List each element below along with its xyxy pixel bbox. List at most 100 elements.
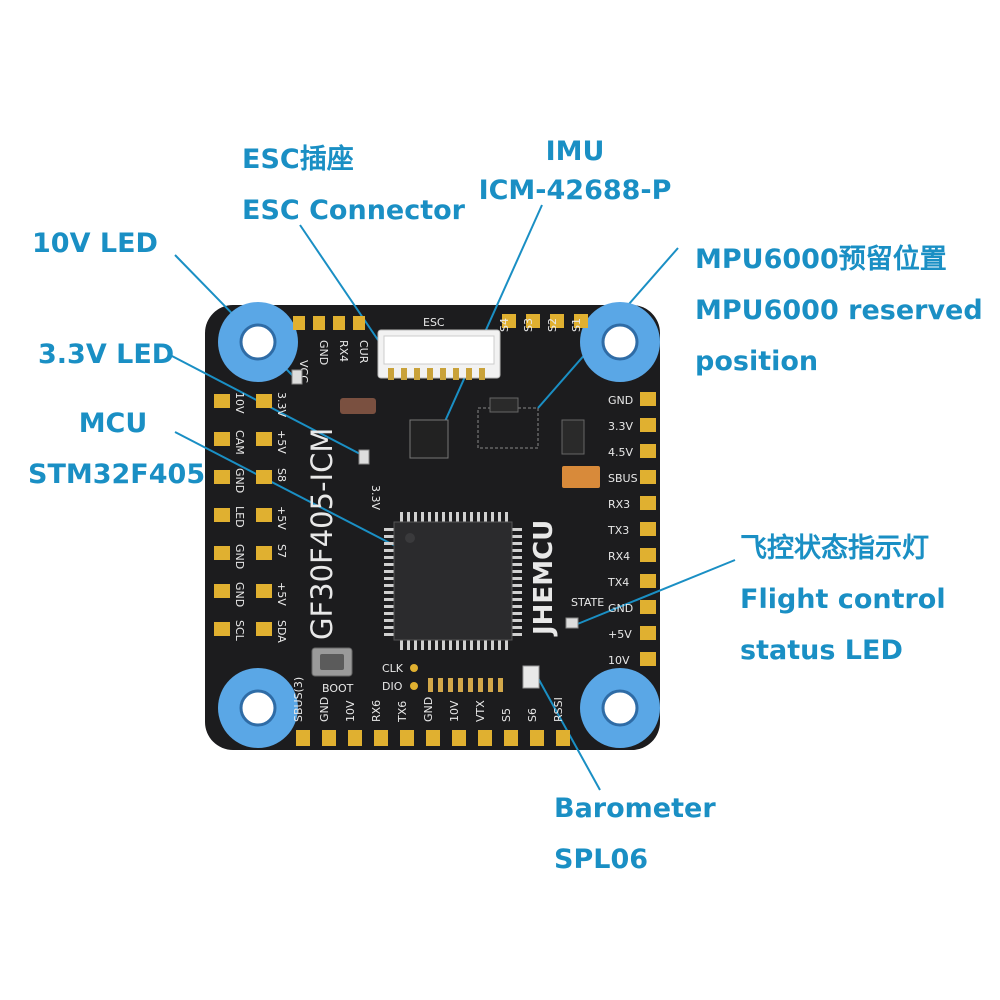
mcu-pin xyxy=(470,512,473,522)
debug-pad xyxy=(468,678,473,692)
left-pad-label: 10V xyxy=(233,392,246,414)
callout-status-led: 飞控状态指示灯 Flight control status LED xyxy=(740,535,946,664)
solder-pad xyxy=(214,432,230,446)
solder-pad xyxy=(640,548,656,562)
right-pad-label: 4.5V xyxy=(608,446,633,459)
left-pad-label: S8 xyxy=(275,468,288,482)
solder-pad xyxy=(640,652,656,666)
left-pad-label: +5V xyxy=(275,582,288,606)
3v3-led xyxy=(358,449,370,465)
left-pad-label: SDA xyxy=(275,620,288,643)
mcu-pin xyxy=(512,612,522,615)
mcu-pin xyxy=(505,512,508,522)
solder-pad xyxy=(640,522,656,536)
bottom-pad-label: RX6 xyxy=(370,700,383,722)
mcu-pin xyxy=(512,563,522,566)
10v-led xyxy=(291,369,303,385)
solder-pad xyxy=(502,314,516,328)
leader-status-led xyxy=(574,559,736,626)
top-pad-label-rx4: RX4 xyxy=(337,340,350,362)
mcu-pin xyxy=(463,640,466,650)
small-ic-2 xyxy=(561,419,585,455)
solder-pad xyxy=(348,730,362,746)
top-pad-label-gnd: GND xyxy=(317,340,330,365)
tantalum-capacitor xyxy=(562,466,600,488)
mcu-pin xyxy=(407,640,410,650)
mcu-pin xyxy=(384,598,394,601)
mcu-pin xyxy=(384,549,394,552)
mcu-pin xyxy=(512,528,522,531)
mcu-pin xyxy=(463,512,466,522)
solder-pad xyxy=(640,418,656,432)
right-pad-label: TX3 xyxy=(607,524,629,537)
mcu-pin xyxy=(491,640,494,650)
mcu-pin xyxy=(384,633,394,636)
imu-chip xyxy=(409,419,449,459)
bottom-pad-label: S6 xyxy=(526,708,539,722)
callout-status-en2: status LED xyxy=(740,635,903,666)
bottom-pad-label: RSSI xyxy=(552,697,565,722)
esc-pin xyxy=(466,368,472,380)
left-pad-label: 3.3V xyxy=(275,392,288,417)
clk-pad xyxy=(410,664,418,672)
debug-pad xyxy=(458,678,463,692)
top-pad-label-s1: S1 xyxy=(570,318,583,332)
left-pad-label: GND xyxy=(233,582,246,607)
3v3-side-label: 3.3V xyxy=(369,485,382,510)
mcu-pin xyxy=(456,640,459,650)
callout-esc-en: ESC Connector xyxy=(242,195,466,226)
callout-status-en1: Flight control xyxy=(740,584,946,615)
solder-pad xyxy=(353,316,365,330)
callout-barometer-title: Barometer xyxy=(554,793,716,824)
mcu-pin xyxy=(384,570,394,573)
mcu-pin xyxy=(442,640,445,650)
solder-pad xyxy=(256,508,272,522)
right-pad-label: TX4 xyxy=(607,576,629,589)
right-pad-label: RX4 xyxy=(608,550,630,563)
left-pad-label: GND xyxy=(233,468,246,493)
debug-pad xyxy=(478,678,483,692)
solder-pad xyxy=(214,584,230,598)
mcu-pin xyxy=(428,512,431,522)
solder-pad xyxy=(550,314,564,328)
solder-pad xyxy=(256,470,272,484)
left-pad-labels: 10VCAMGNDLEDGNDGNDSCL3.3V+5VS8+5VS7+5VSD… xyxy=(233,392,288,643)
top-pad-label-s2: S2 xyxy=(546,318,559,332)
solder-pad xyxy=(256,622,272,636)
solder-pad xyxy=(640,470,656,484)
bottom-pad-label: VTX xyxy=(474,700,487,722)
mcu-pin xyxy=(400,640,403,650)
solder-pad xyxy=(374,730,388,746)
mcu-pin xyxy=(407,512,410,522)
esc-pin xyxy=(414,368,420,380)
solder-pad xyxy=(556,730,570,746)
solder-pad xyxy=(640,574,656,588)
status-led xyxy=(565,617,579,629)
mcu-pin xyxy=(384,619,394,622)
esc-connector xyxy=(377,329,501,380)
callout-mcu-part: STM32F405 xyxy=(28,459,206,490)
solder-pads xyxy=(214,314,656,746)
callout-imu-title: IMU xyxy=(545,136,605,167)
mcu-pin xyxy=(384,584,394,587)
callout-imu: IMU ICM-42688-P xyxy=(478,138,672,204)
right-pad-label: 10V xyxy=(608,654,630,667)
debug-pad xyxy=(488,678,493,692)
right-pad-label: GND xyxy=(608,602,633,615)
mcu-pin xyxy=(384,605,394,608)
mcu-pin xyxy=(512,633,522,636)
mcu-pin xyxy=(512,570,522,573)
barometer-chip xyxy=(522,665,540,689)
small-ic-1 xyxy=(489,397,519,413)
callout-esc-zh: ESC插座 xyxy=(242,144,354,175)
mcu-pin xyxy=(421,640,424,650)
debug-pad xyxy=(438,678,443,692)
left-pad-label: S7 xyxy=(275,544,288,558)
callout-3v3-led-label: 3.3V LED xyxy=(38,339,175,370)
solder-pad xyxy=(478,730,492,746)
mcu-pin xyxy=(512,549,522,552)
solder-pad xyxy=(640,600,656,614)
callout-imu-part: ICM-42688-P xyxy=(478,175,672,206)
